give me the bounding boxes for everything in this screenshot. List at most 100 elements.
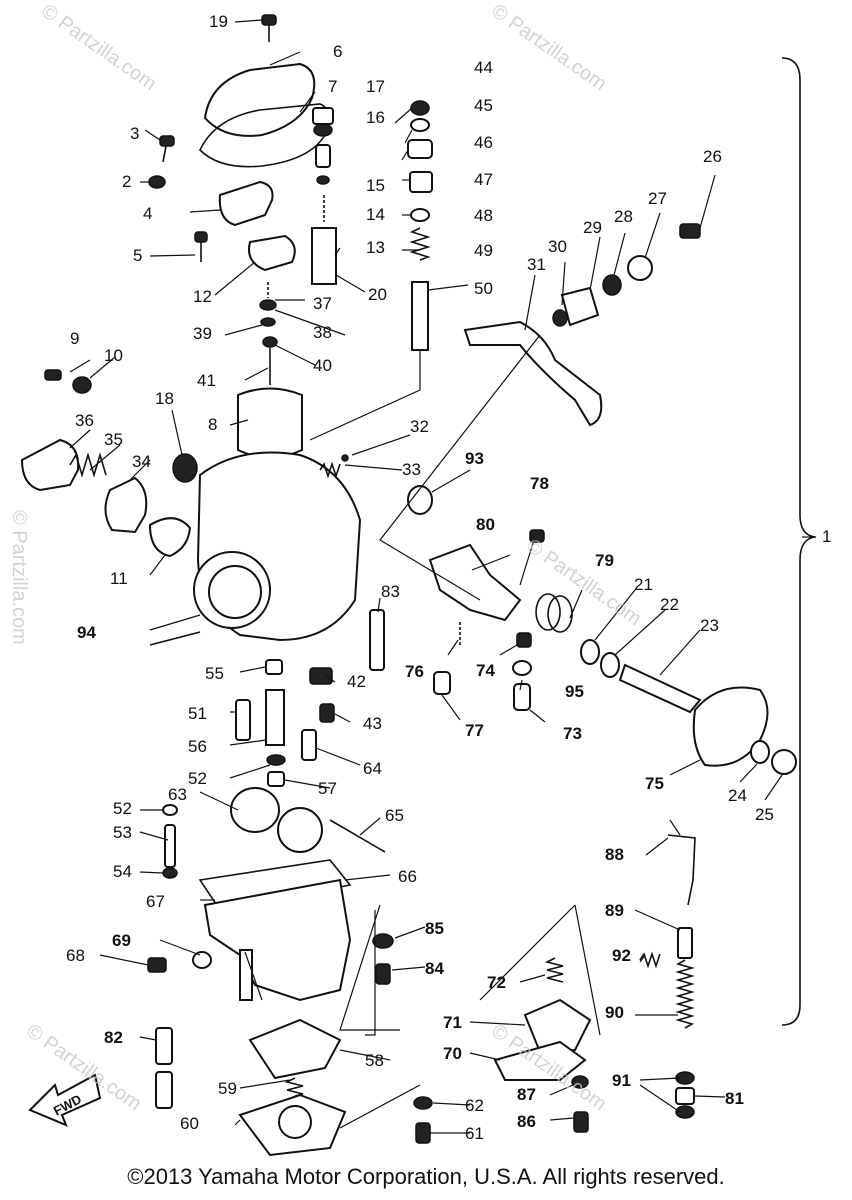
callout-20: 20 (368, 285, 387, 304)
callout-50: 50 (474, 279, 493, 298)
pin-94 (149, 631, 201, 646)
spring-79 (535, 593, 573, 633)
rod-88 (667, 834, 696, 906)
intake-bore-inner (208, 565, 262, 619)
callout-76: 76 (405, 662, 424, 681)
callout-91: 91 (612, 1071, 631, 1090)
callout-1: 1 (822, 527, 832, 546)
callout-92: 92 (612, 946, 631, 965)
callout-47: 47 (474, 170, 493, 189)
spring-92 (639, 951, 661, 969)
callout-95: 95 (565, 682, 584, 701)
callout-59: 59 (218, 1079, 237, 1098)
screw-9 (44, 369, 62, 381)
washer-10 (72, 376, 92, 394)
callout-62: 62 (465, 1096, 484, 1115)
callout-53: 53 (113, 823, 132, 842)
callout-4: 4 (143, 204, 153, 223)
callout-71: 71 (443, 1013, 462, 1032)
cable-bracket-4 (218, 180, 274, 227)
callout-89: 89 (605, 901, 624, 920)
callout-16: 16 (366, 108, 385, 127)
callout-35: 35 (104, 430, 123, 449)
callout-42: 42 (347, 672, 366, 691)
gasket-93 (407, 485, 433, 515)
callout-63: 63 (168, 785, 187, 804)
callout-44: 44 (474, 58, 493, 77)
pump-lever-70 (493, 1040, 587, 1081)
gasket-11 (148, 517, 192, 558)
float-63a (230, 787, 280, 833)
hose-82a (155, 1027, 173, 1065)
screw-73 (513, 683, 531, 711)
screw-5 (194, 231, 208, 243)
washer-2 (148, 175, 166, 189)
shaft-23 (618, 663, 702, 714)
callout-79: 79 (595, 551, 614, 570)
drain-pipe-82 (239, 949, 253, 1001)
callout-68: 68 (66, 946, 85, 965)
needle-holder-20 (311, 227, 337, 285)
spring-72 (544, 957, 564, 983)
washer-54 (162, 867, 178, 879)
callout-70: 70 (443, 1044, 462, 1063)
callout-17: 17 (366, 77, 385, 96)
callout-39: 39 (193, 324, 212, 343)
callout-11: 11 (110, 569, 128, 588)
callout-65: 65 (385, 806, 404, 825)
float-pin-65 (329, 819, 386, 853)
gasket-18 (172, 453, 198, 483)
clip-38 (259, 299, 277, 311)
callout-85: 85 (425, 919, 444, 938)
callout-23: 23 (700, 616, 719, 635)
screw-3-shaft (162, 145, 167, 163)
copyright-notice: ©2013 Yamaha Motor Corporation, U.S.A. A… (127, 1164, 725, 1189)
callout-51: 51 (188, 704, 207, 723)
callout-30: 30 (548, 237, 567, 256)
callout-7: 7 (328, 77, 338, 96)
callout-90: 90 (605, 1003, 624, 1022)
callout-81: 81 (725, 1089, 744, 1108)
plate-12 (248, 234, 296, 272)
callout-31: 31 (527, 255, 546, 274)
callout-88: 88 (605, 845, 624, 864)
washer-62 (413, 1096, 433, 1110)
callout-72: 72 (487, 973, 506, 992)
jet-55 (265, 659, 283, 675)
callout-80: 80 (476, 515, 495, 534)
cap-44 (410, 100, 430, 116)
callout-82: 82 (104, 1028, 123, 1047)
callout-21: 21 (634, 575, 653, 594)
callout-77: 77 (465, 721, 484, 740)
callout-69: 69 (112, 931, 131, 950)
screw-68 (147, 957, 167, 973)
callout-22: 22 (660, 595, 679, 614)
washer-91b (675, 1105, 695, 1119)
washer-28 (602, 274, 622, 296)
callout-41: 41 (197, 371, 216, 390)
assembly-bracket (781, 57, 816, 1026)
callout-64: 64 (363, 759, 382, 778)
callout-75: 75 (645, 774, 664, 793)
plunger-47 (409, 171, 433, 193)
callout-66: 66 (398, 867, 417, 886)
callout-43: 43 (363, 714, 382, 733)
callout-33: 33 (402, 460, 421, 479)
washer-21 (580, 639, 600, 665)
screw-74 (516, 632, 532, 648)
washer-45 (410, 118, 430, 132)
diaphragm-cover-58 (248, 1018, 342, 1080)
lever-29 (560, 286, 600, 327)
pump-cover-71 (523, 998, 592, 1054)
collar-27 (627, 255, 653, 281)
callout-38: 38 (313, 323, 332, 342)
callout-25: 25 (755, 805, 774, 824)
callout-27: 27 (648, 189, 667, 208)
nut-46 (407, 139, 433, 159)
callout-67: 67 (146, 892, 165, 911)
washer-22 (600, 652, 620, 678)
screw-84 (375, 963, 391, 985)
washer-30 (552, 309, 568, 327)
hose-82b (155, 1071, 173, 1109)
